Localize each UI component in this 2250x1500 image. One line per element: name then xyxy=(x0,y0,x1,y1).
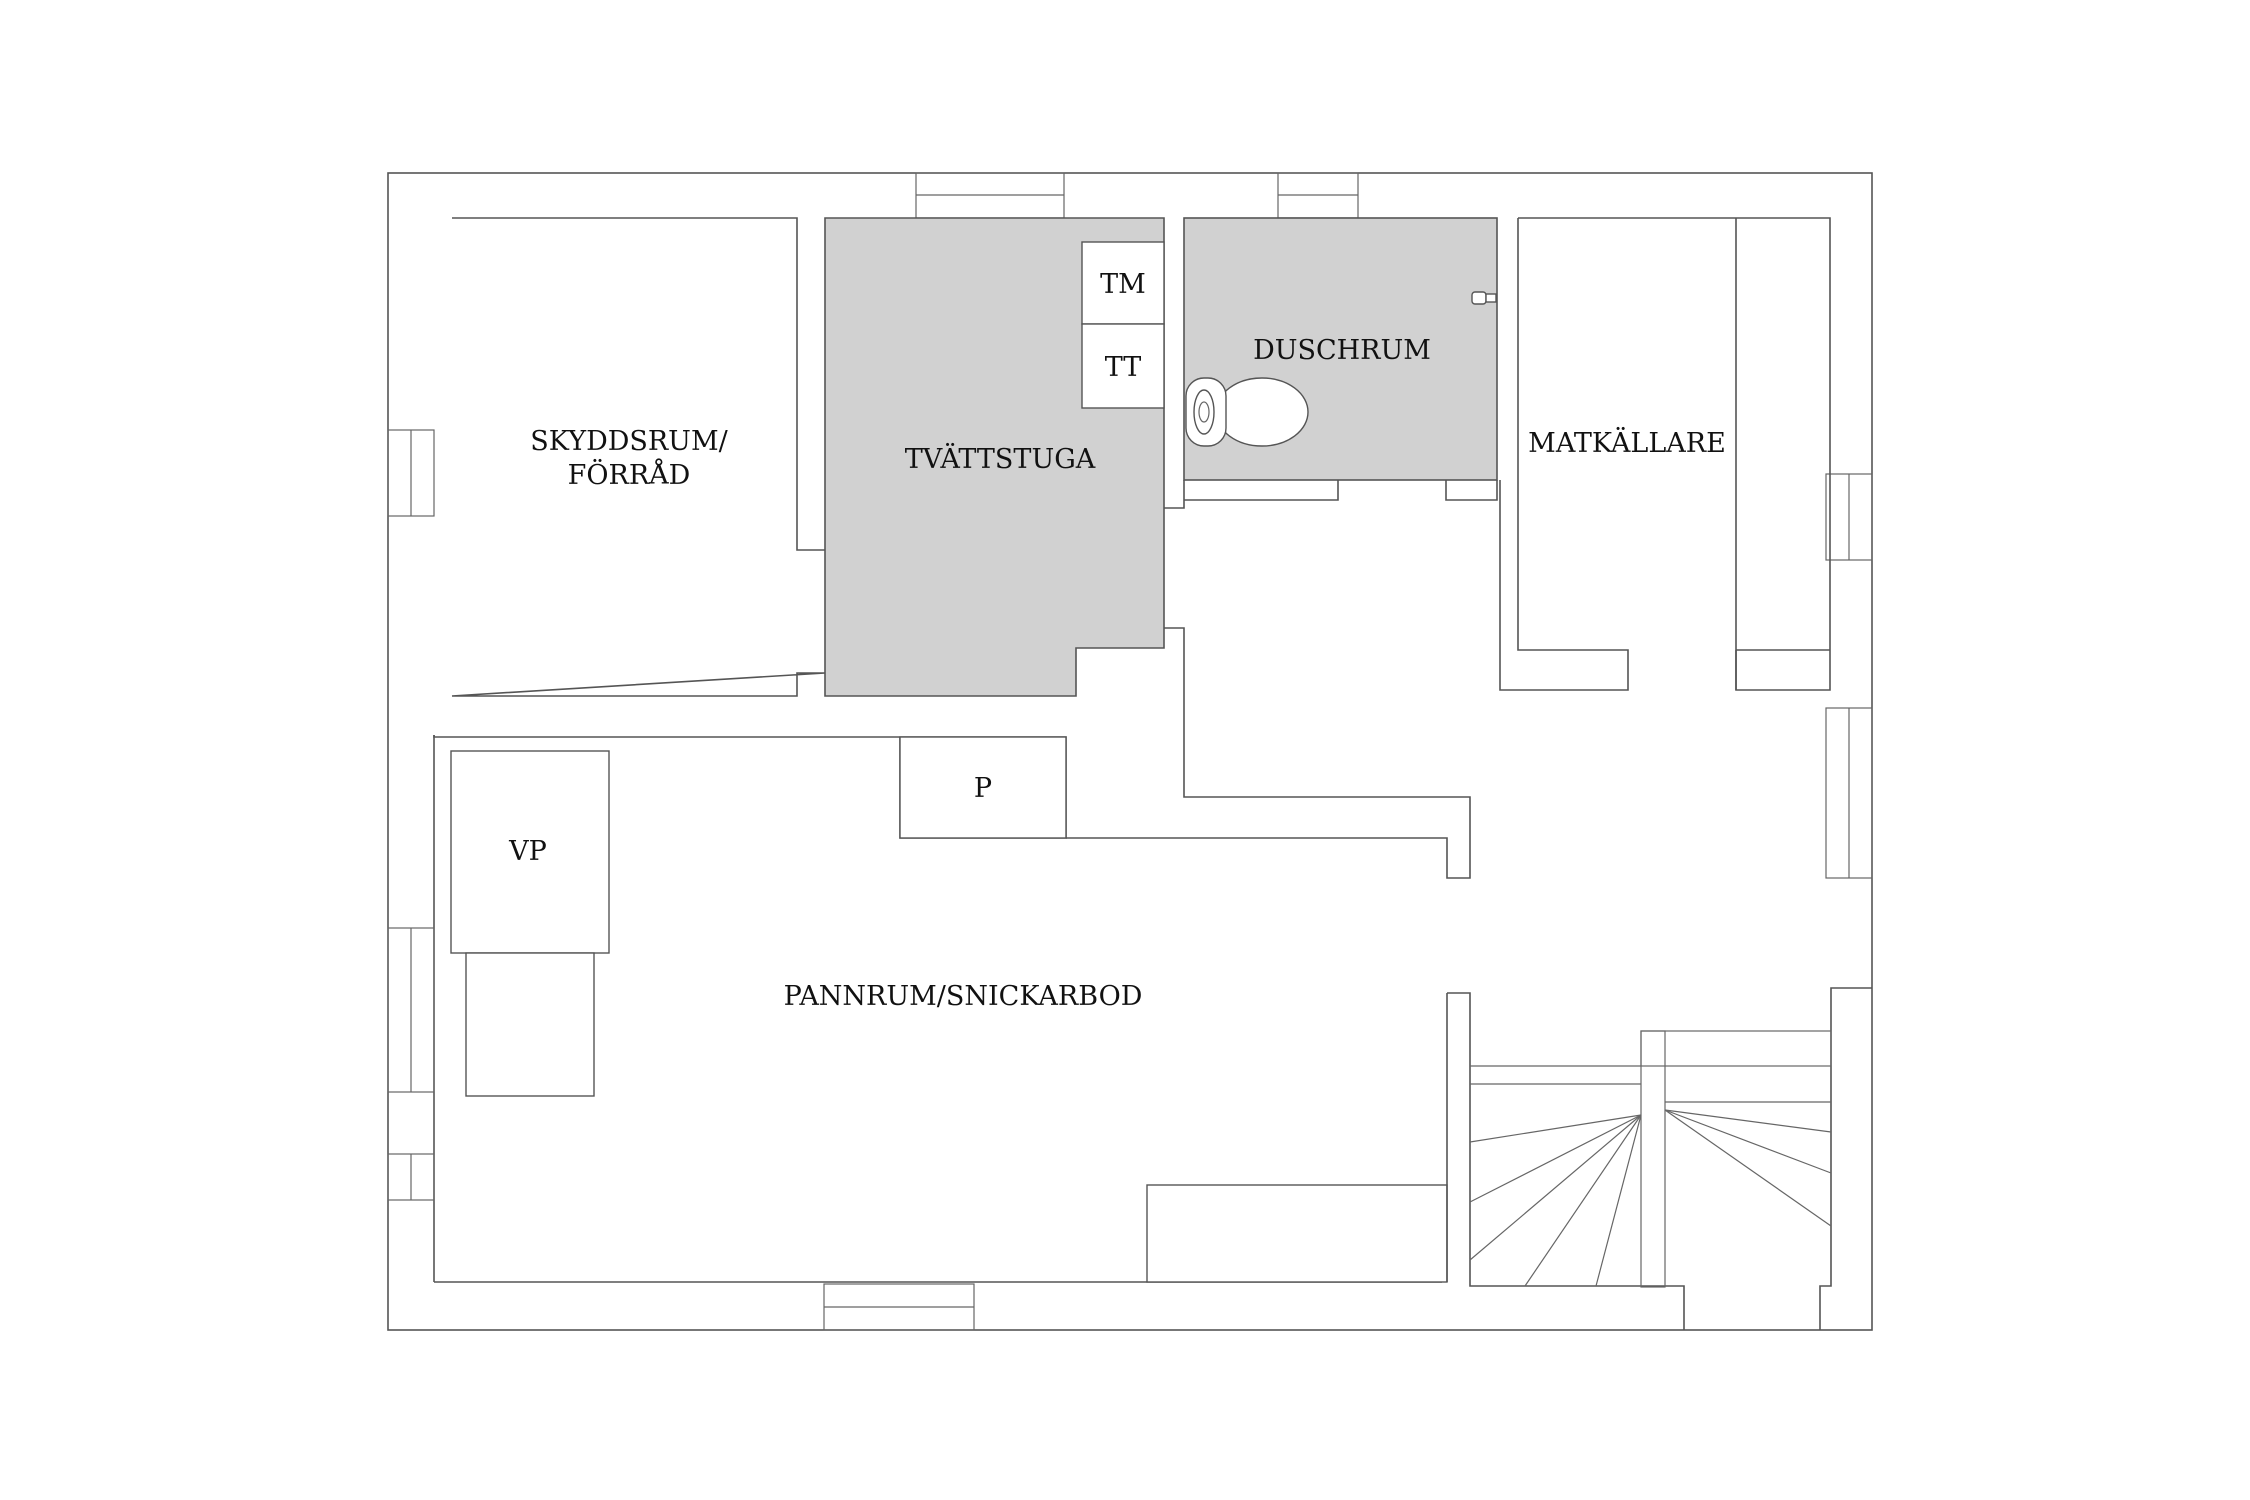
vp-lower-unit xyxy=(465,952,595,1097)
tvattstuga-floor xyxy=(824,217,1165,697)
toilet-icon xyxy=(1185,377,1309,447)
windows xyxy=(387,172,1873,1331)
label-pannrum: PANNRUM/SNICKARBOD xyxy=(784,981,1143,1012)
stairs xyxy=(1446,987,1872,1330)
label-skyddsrum-line1: SKYDDSRUM/ xyxy=(530,426,728,457)
label-tm: TM xyxy=(1100,269,1146,300)
room-duschrum xyxy=(1164,217,1498,509)
room-matkallare xyxy=(1499,217,1831,691)
room-labels: SKYDDSRUM/ FÖRRÅD TVÄTTSTUGA DUSCHRUM MA… xyxy=(508,269,1726,1012)
label-matkallare: MATKÄLLARE xyxy=(1528,426,1726,459)
room-tvattstuga xyxy=(824,217,1165,697)
label-tvattstuga: TVÄTTSTUGA xyxy=(905,442,1096,475)
dryer-tt xyxy=(1081,323,1165,409)
shower-head-icon xyxy=(1471,291,1497,305)
label-duschrum: DUSCHRUM xyxy=(1253,335,1431,366)
workbench xyxy=(1146,1184,1448,1283)
label-vp: VP xyxy=(508,836,547,867)
room-skyddsrum xyxy=(451,217,826,697)
fixture-vp xyxy=(450,750,610,1097)
label-tt: TT xyxy=(1105,352,1142,383)
label-skyddsrum-line2: FÖRRÅD xyxy=(568,457,691,491)
stair-treads xyxy=(1469,1109,1832,1287)
fixture-p xyxy=(899,736,1067,839)
label-p: P xyxy=(974,773,992,804)
